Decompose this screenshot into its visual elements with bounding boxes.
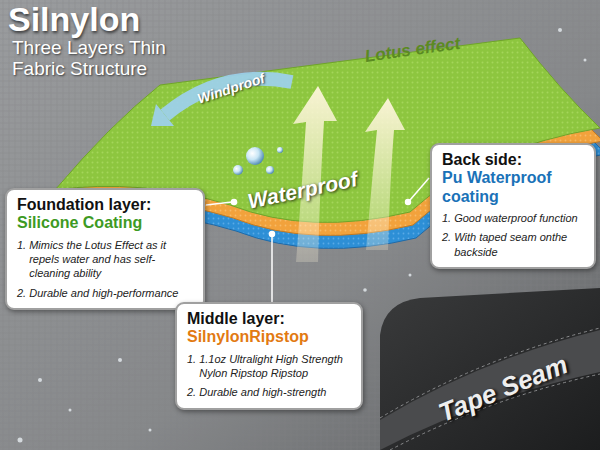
box-subheading: Pu Waterproof coating <box>442 169 586 206</box>
leader-line <box>271 236 273 302</box>
item-text: Durable and high-performance <box>29 286 195 300</box>
droplet <box>18 438 23 443</box>
callout-box: Middle layer:SilnylonRipstop 1.1.1oz Ultr… <box>175 302 363 410</box>
callout-box: Foundation layer:Silicone Coating 1.Mimic… <box>5 188 205 310</box>
list-item: 1.Good waterproof function <box>442 211 586 225</box>
breathable-arrow <box>365 98 405 250</box>
water-drop <box>233 165 243 175</box>
droplet <box>409 274 412 277</box>
item-text: Mimics the Lotus Effect as it repels wat… <box>29 238 195 281</box>
leader-dot <box>232 200 237 205</box>
item-text: 1.1oz Ultralight High Strength Nylon Rip… <box>199 352 353 381</box>
callout-box: Back side:Pu Waterproof coating 1.Good wa… <box>430 143 596 269</box>
leader-dot <box>270 232 275 237</box>
item-number: 2. <box>442 230 451 259</box>
box-subheading: Silicone Coating <box>17 214 195 232</box>
list-item: 2.Durable and high-strength <box>187 385 353 399</box>
item-number: 2. <box>17 286 26 300</box>
list-item: 2.With taped seam onthe backside <box>442 230 586 259</box>
item-number: 1. <box>187 352 196 381</box>
subtitle: Three Layers Thin Fabric Structure <box>12 38 187 80</box>
droplet <box>69 409 72 412</box>
box-heading: Middle layer: <box>187 310 353 328</box>
water-drop <box>246 147 264 165</box>
windproof-arrowhead <box>151 104 174 126</box>
title: Silnylon <box>8 0 140 39</box>
leader-line <box>410 178 429 200</box>
droplet <box>584 59 587 62</box>
tape-seam-photo <box>380 288 600 450</box>
box-heading: Back side: <box>442 151 586 169</box>
item-number: 1. <box>17 238 26 281</box>
leader-dot <box>406 200 411 205</box>
water-drop <box>266 166 274 174</box>
list-item: 1.1.1oz Ultralight High Strength Nylon R… <box>187 352 353 381</box>
droplet <box>149 429 152 432</box>
droplet <box>118 358 122 362</box>
list-item: 1.Mimics the Lotus Effect as it repels w… <box>17 238 195 281</box>
item-text: With taped seam onthe backside <box>454 230 586 259</box>
item-number: 1. <box>442 211 451 225</box>
list-item: 2.Durable and high-performance <box>17 286 195 300</box>
seam-tape <box>380 330 600 450</box>
item-text: Durable and high-strength <box>199 385 353 399</box>
droplet <box>558 28 562 32</box>
box-heading: Foundation layer: <box>17 196 195 214</box>
droplet <box>38 378 42 382</box>
water-drop <box>277 147 283 153</box>
leader-line <box>206 202 232 205</box>
item-text: Good waterproof function <box>454 211 586 225</box>
box-subheading: SilnylonRipstop <box>187 328 353 346</box>
item-number: 2. <box>187 385 196 399</box>
droplet <box>363 288 367 292</box>
